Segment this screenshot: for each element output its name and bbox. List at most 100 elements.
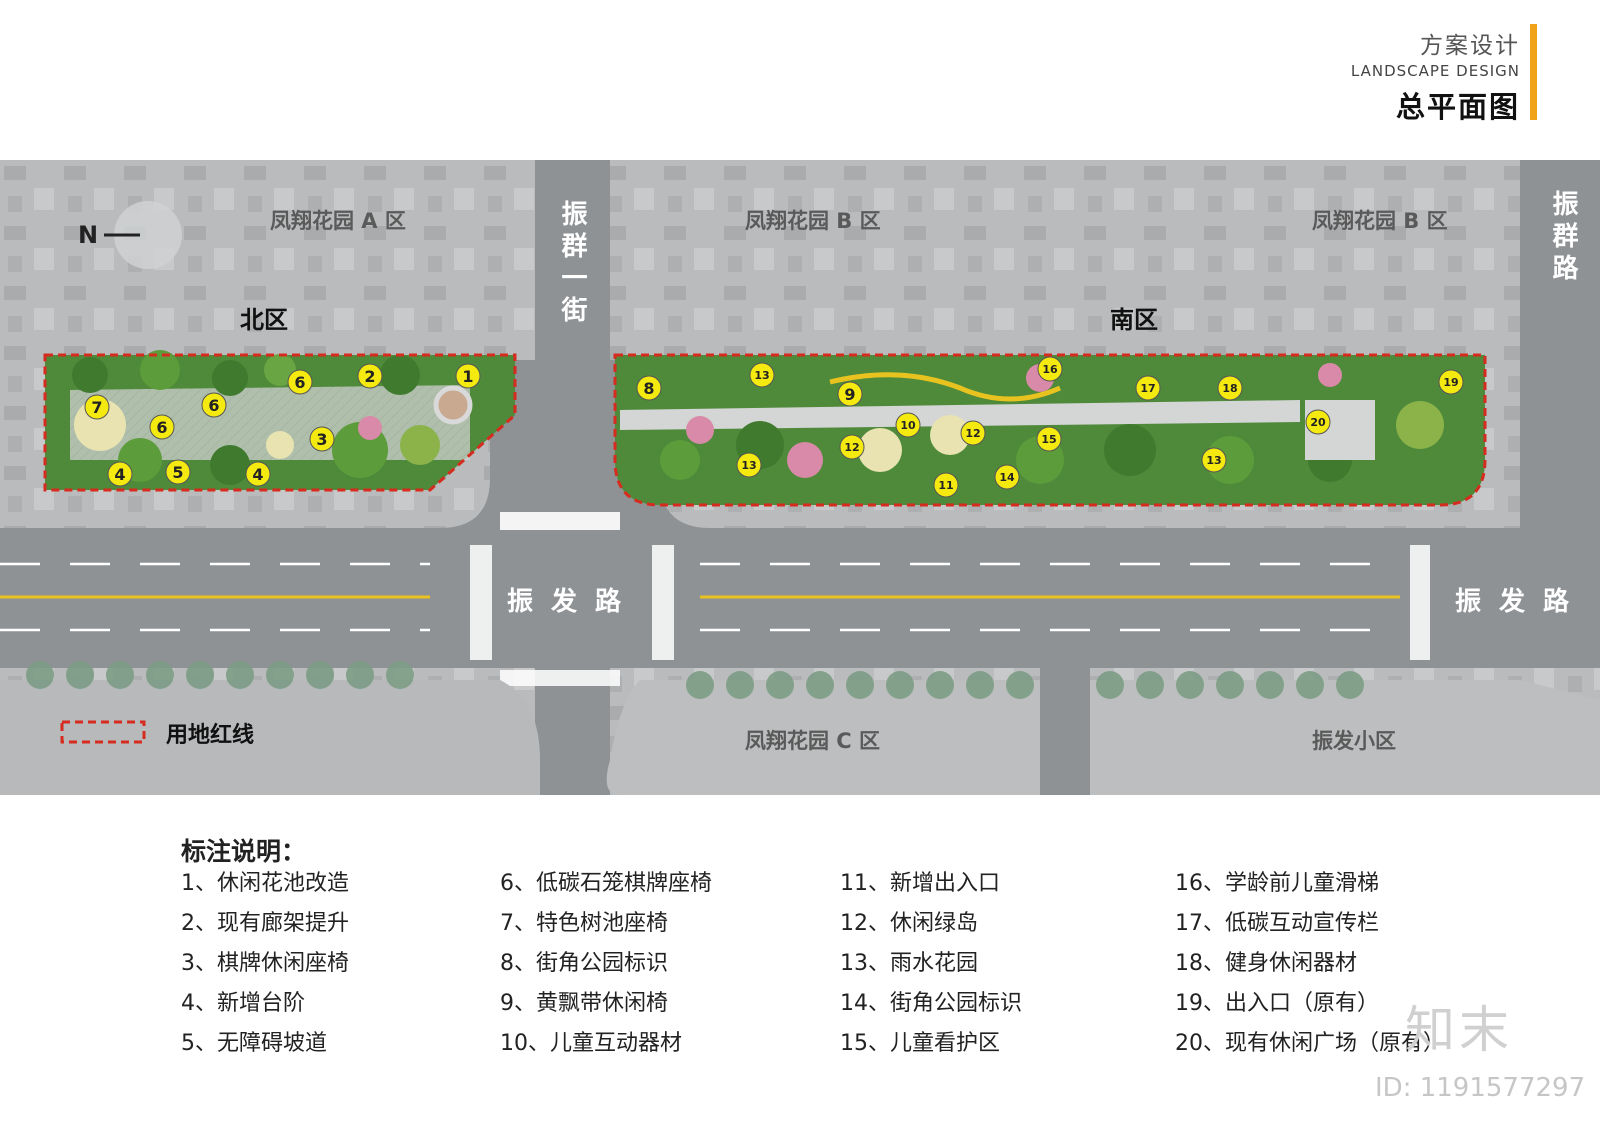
legend-item-number: 6、 xyxy=(500,871,536,896)
redline-south xyxy=(613,353,1487,507)
legend-item-text: 黄飘带休闲椅 xyxy=(536,991,669,1016)
plan-marker-label: 5 xyxy=(172,463,183,482)
plan-marker xyxy=(149,414,175,440)
legend-item: 8、街角公园标识 xyxy=(500,945,668,977)
plan-marker xyxy=(1438,369,1464,395)
legend-item-number: 8、 xyxy=(500,951,536,976)
header-subtitle-cn: 方案设计 xyxy=(1420,33,1520,59)
plan-marker-label: 13 xyxy=(741,459,756,472)
road-label-zhenfa-1: 振发路 xyxy=(507,586,639,617)
south-tree-canopy xyxy=(660,363,1444,484)
north-tree-canopy xyxy=(72,350,440,485)
legend-item-text: 街角公园标识 xyxy=(890,991,1023,1016)
legend-item: 4、新增台阶 xyxy=(181,985,305,1017)
plan-marker-label: 14 xyxy=(999,471,1015,484)
legend-item: 10、儿童互动器材 xyxy=(500,1025,682,1057)
plan-marker-label: 16 xyxy=(1042,363,1058,376)
legend-item-text: 休闲花池改造 xyxy=(217,871,350,896)
page-title: 总平面图 xyxy=(1395,90,1520,124)
legend-item-number: 12、 xyxy=(840,911,890,936)
legend-item: 9、黄飘带休闲椅 xyxy=(500,985,668,1017)
zone-label-south: 南区 xyxy=(1110,306,1158,334)
legend-item-number: 9、 xyxy=(500,991,536,1016)
crosswalks xyxy=(470,512,1430,686)
road-label-zhenqun-1: 振群一街 xyxy=(557,200,588,328)
legend-item-number: 5、 xyxy=(181,1031,217,1056)
legend-item-number: 17、 xyxy=(1175,911,1225,936)
plan-marker xyxy=(107,461,133,487)
north-arrow-circle xyxy=(114,201,182,269)
plan-marker-label: 11 xyxy=(938,479,953,492)
redline-north xyxy=(43,353,517,492)
block-c xyxy=(606,680,1040,795)
plan-marker xyxy=(84,394,110,420)
legend-item-text: 特色树池座椅 xyxy=(536,911,669,936)
legend-item-number: 2、 xyxy=(181,911,217,936)
legend-item: 20、现有休闲广场（原有） xyxy=(1175,1025,1445,1057)
road-label-zhenfa-2: 振发路 xyxy=(1455,586,1587,617)
legend-item-text: 儿童互动器材 xyxy=(550,1031,683,1056)
area-label-a: 凤翔花园 A 区 xyxy=(270,209,406,233)
legend-item-text: 新增出入口 xyxy=(890,871,1001,896)
yellow-ribbon-bench xyxy=(829,372,1062,402)
legend-item-number: 19、 xyxy=(1175,991,1225,1016)
plan-marker xyxy=(1305,409,1331,435)
legend-item-text: 现有廊架提升 xyxy=(217,911,350,936)
legend-item-number: 18、 xyxy=(1175,951,1225,976)
legend-item-number: 10、 xyxy=(500,1031,550,1056)
legend-item-number: 7、 xyxy=(500,911,536,936)
plan-marker-label: 13 xyxy=(1206,454,1221,467)
area-label-c: 凤翔花园 C 区 xyxy=(745,729,880,753)
plan-marker-label: 20 xyxy=(1310,416,1326,429)
plan-marker-label: 13 xyxy=(754,369,769,382)
legend-item-number: 16、 xyxy=(1175,871,1225,896)
legend-item-text: 低碳石笼棋牌座椅 xyxy=(536,871,713,896)
plan-marker xyxy=(895,412,921,438)
plan-marker xyxy=(1135,375,1161,401)
plan-marker-label: 4 xyxy=(252,465,263,484)
legend-item-text: 现有休闲广场（原有） xyxy=(1225,1031,1446,1056)
plan-marker-label: 4 xyxy=(114,465,125,484)
plan-marker-label: 3 xyxy=(316,430,327,449)
plan-marker-label: 6 xyxy=(208,396,219,415)
plan-marker xyxy=(736,452,762,478)
plan-marker xyxy=(287,369,313,395)
area-label-zhenfa: 振发小区 xyxy=(1312,729,1396,753)
header-accent-bar xyxy=(1530,24,1537,120)
header-subtitle-en: LANDSCAPE DESIGN xyxy=(1350,62,1520,80)
legend-item-text: 低碳互动宣传栏 xyxy=(1225,911,1380,936)
legend-item: 12、休闲绿岛 xyxy=(840,905,978,937)
road-south-street xyxy=(1040,668,1090,795)
street-trees xyxy=(26,661,1364,699)
legend-item: 7、特色树池座椅 xyxy=(500,905,668,937)
legend-item-text: 学龄前儿童滑梯 xyxy=(1225,871,1380,896)
legend-item-number: 1、 xyxy=(181,871,217,896)
plan-marker xyxy=(201,392,227,418)
legend-item-number: 15、 xyxy=(840,1031,890,1056)
legend-item-text: 休闲绿岛 xyxy=(890,911,979,936)
plan-marker xyxy=(309,426,335,452)
area-label-b2: 凤翔花园 B 区 xyxy=(1312,209,1448,233)
legend-item: 3、棋牌休闲座椅 xyxy=(181,945,349,977)
legend-item: 18、健身休闲器材 xyxy=(1175,945,1357,977)
plan-marker-label: 7 xyxy=(91,398,102,417)
legend-item: 6、低碳石笼棋牌座椅 xyxy=(500,865,712,897)
north-plaza xyxy=(433,385,473,425)
legend-item: 11、新增出入口 xyxy=(840,865,1000,897)
block-zhenfa xyxy=(1090,680,1600,795)
legend-item-text: 儿童看护区 xyxy=(890,1031,1001,1056)
plan-marker-label: 12 xyxy=(965,427,980,440)
plan-marker xyxy=(1036,426,1062,452)
legend-item: 13、雨水花园 xyxy=(840,945,978,977)
legend-item: 5、无障碍坡道 xyxy=(181,1025,327,1057)
lane-markings xyxy=(0,562,1400,632)
plan-marker-label: 10 xyxy=(900,419,916,432)
plan-marker xyxy=(1217,375,1243,401)
plan-marker-label: 12 xyxy=(844,441,859,454)
legend-item-text: 街角公园标识 xyxy=(536,951,669,976)
plan-marker-label: 8 xyxy=(643,379,654,398)
watermark-brand: 知末 xyxy=(1405,1001,1513,1059)
legend-item: 19、出入口（原有） xyxy=(1175,985,1379,1017)
plan-marker xyxy=(839,434,865,460)
